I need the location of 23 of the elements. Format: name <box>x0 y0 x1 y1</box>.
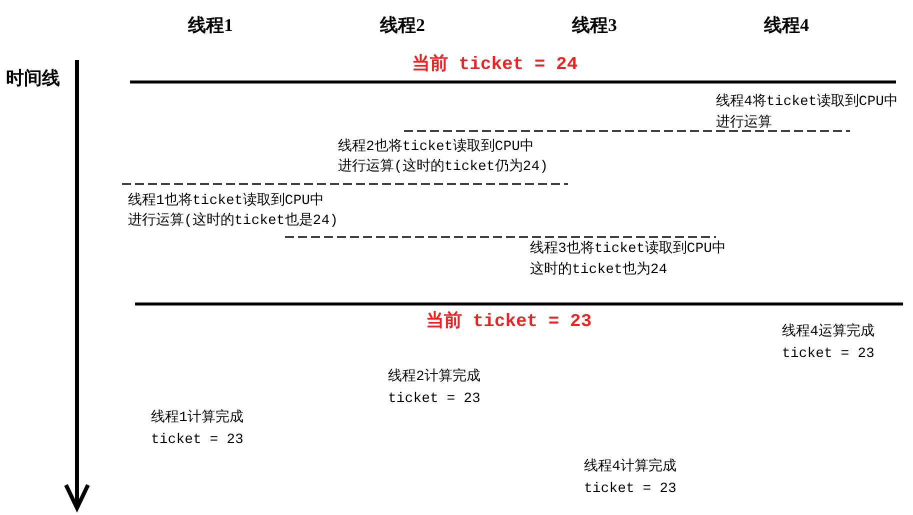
column-header: 线程4 <box>764 15 809 37</box>
step-note: 这时的ticket也为24 <box>530 262 668 279</box>
step-note: 线程2也将ticket读取到CPU中 <box>338 139 534 156</box>
completion-note: 线程2计算完成 <box>388 369 480 386</box>
ticket-value: 当前 ticket = 23 <box>426 312 592 334</box>
step-note: 进行运算 <box>716 115 772 132</box>
ticket-value: 当前 ticket = 24 <box>412 55 578 77</box>
column-header: 线程3 <box>572 15 617 37</box>
step-note: 线程3也将ticket读取到CPU中 <box>530 241 726 258</box>
step-note: 线程1也将ticket读取到CPU中 <box>128 193 324 210</box>
ticket-value-note: ticket = 23 <box>782 346 874 363</box>
ticket-value-note: ticket = 23 <box>584 481 676 498</box>
ticket-value-note: ticket = 23 <box>151 432 244 449</box>
completion-note: 线程1计算完成 <box>151 410 244 427</box>
column-header: 线程1 <box>188 15 233 37</box>
step-note: 进行运算(这时的ticket也是24) <box>128 213 338 230</box>
step-note: 线程4将ticket读取到CPU中 <box>716 94 898 111</box>
column-header: 线程2 <box>380 15 425 37</box>
ticket-value-note: ticket = 23 <box>388 391 480 408</box>
axis-label: 时间线 <box>6 68 60 90</box>
completion-note: 线程4运算完成 <box>782 324 874 341</box>
completion-note: 线程4计算完成 <box>584 459 676 476</box>
step-note: 进行运算(这时的ticket仍为24) <box>338 159 548 176</box>
